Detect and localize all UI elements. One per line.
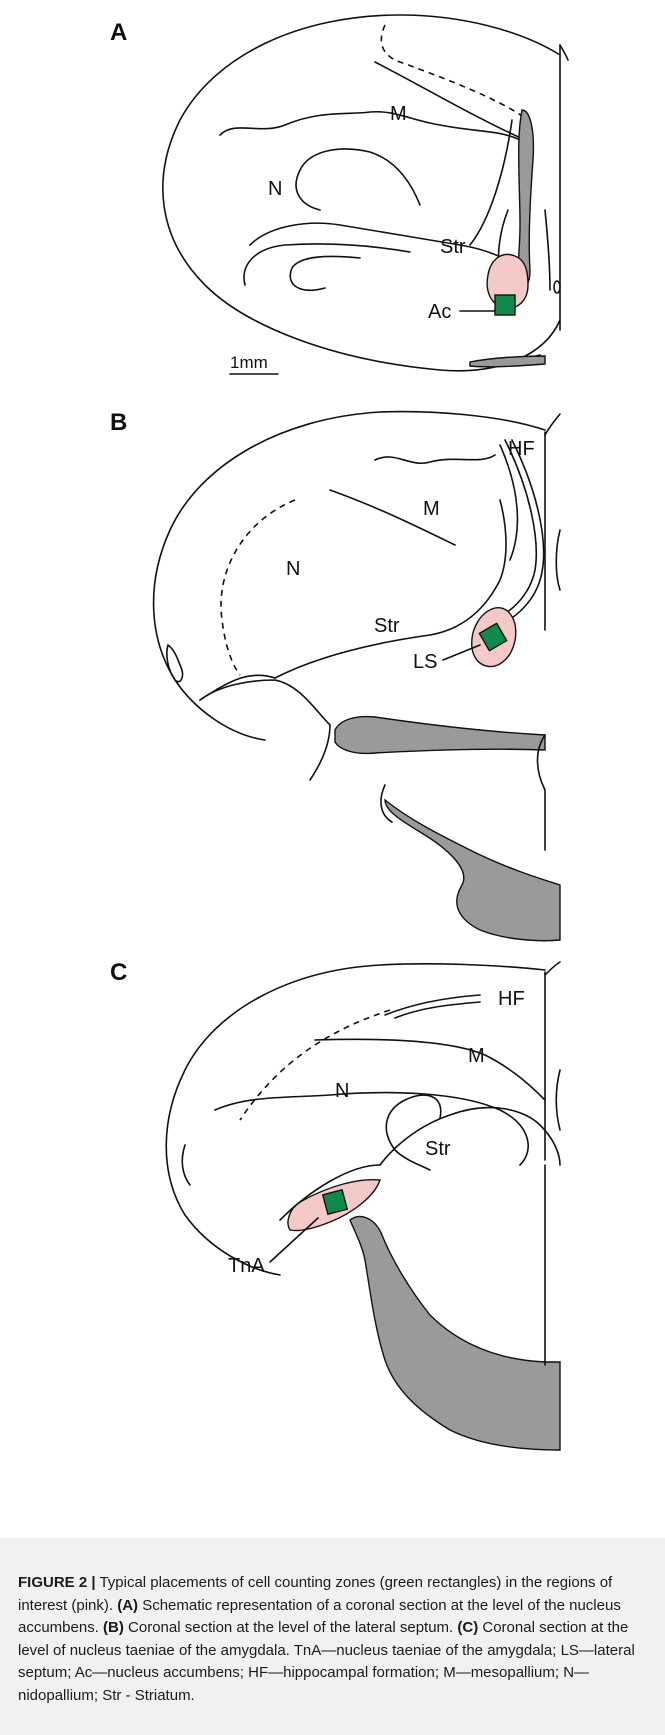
label-m: M xyxy=(390,103,407,125)
right-edge-curve xyxy=(556,1070,560,1130)
dashed-lamina xyxy=(240,1010,390,1120)
ventral-ventricle xyxy=(385,800,560,941)
striatum-boundary xyxy=(275,500,506,678)
ventral-ventricle xyxy=(350,1216,560,1450)
label-n: N xyxy=(335,1080,349,1102)
panel-a-diagram: A M N Str Ac 1mm xyxy=(0,0,665,380)
label-str: Str xyxy=(440,236,466,258)
midline-lower xyxy=(538,735,546,850)
ventral-lamina xyxy=(200,675,275,700)
caption-b-text: Coronal section at the level of the late… xyxy=(124,1619,458,1636)
inner-loop xyxy=(244,244,410,285)
label-str: Str xyxy=(425,1138,451,1160)
nidopallium-boundary xyxy=(215,1093,528,1165)
label-hf: HF xyxy=(508,438,535,460)
figure-caption: FIGURE 2 | Typical placements of cell co… xyxy=(0,1538,665,1735)
panel-b-letter: B xyxy=(110,409,127,436)
panel-b-diagram: B HF M N Str LS xyxy=(0,380,665,950)
ventricle-band xyxy=(335,717,545,754)
panel-c-letter: C xyxy=(110,959,127,986)
right-edge-curve xyxy=(556,530,560,590)
counting-zone-c xyxy=(323,1190,347,1214)
panel-a: A M N Str Ac 1mm xyxy=(0,0,665,380)
inner-loop-2 xyxy=(290,256,360,290)
dashed-lamina xyxy=(221,500,295,675)
lower-outline xyxy=(200,680,330,780)
panel-c: C HF M N Str TnA xyxy=(0,950,665,1538)
label-m: M xyxy=(468,1045,485,1067)
ventral-streak xyxy=(470,356,545,367)
outer-curve xyxy=(470,120,512,245)
caption-a-tag: (A) xyxy=(117,1597,138,1614)
small-ventricle xyxy=(554,281,560,293)
label-tna: TnA xyxy=(228,1255,265,1277)
caption-b-tag: (B) xyxy=(103,1619,124,1636)
hippocampal-lamina xyxy=(385,995,480,1015)
left-curve xyxy=(182,1145,190,1185)
label-hf: HF xyxy=(498,988,525,1010)
caption-c-tag: (C) xyxy=(457,1619,478,1636)
hippocampal-lamina-2 xyxy=(395,1002,480,1018)
caption-figure-label: FIGURE 2 | xyxy=(18,1574,96,1591)
nidopallium-loop xyxy=(296,149,420,210)
brain-outline xyxy=(154,412,545,740)
caption-text: FIGURE 2 | Typical placements of cell co… xyxy=(18,1572,647,1707)
midline-tip xyxy=(560,45,568,60)
upper-midline-curve xyxy=(380,1108,560,1165)
counting-zone-a xyxy=(495,295,515,315)
brain-outline xyxy=(163,15,560,371)
septal-outline-2 xyxy=(545,210,550,290)
upper-lamina xyxy=(375,455,495,463)
septum-tube xyxy=(490,440,536,620)
panel-a-letter: A xyxy=(110,19,127,46)
label-ac: Ac xyxy=(428,301,451,323)
mesopallium-boundary xyxy=(315,1039,545,1100)
label-n: N xyxy=(268,178,282,200)
mesopallium-boundary xyxy=(375,62,525,140)
label-m: M xyxy=(423,498,440,520)
label-str: Str xyxy=(374,615,400,637)
midline-tip xyxy=(545,414,560,435)
septum-tube-inner xyxy=(495,440,544,626)
midline-tip xyxy=(545,962,560,975)
panel-c-diagram: C HF M N Str TnA xyxy=(0,950,665,1538)
left-lobe xyxy=(167,645,183,682)
label-n: N xyxy=(286,558,300,580)
panel-b: B HF M N Str LS xyxy=(0,380,665,950)
scale-bar-label: 1mm xyxy=(230,353,268,372)
label-ls: LS xyxy=(413,651,437,673)
